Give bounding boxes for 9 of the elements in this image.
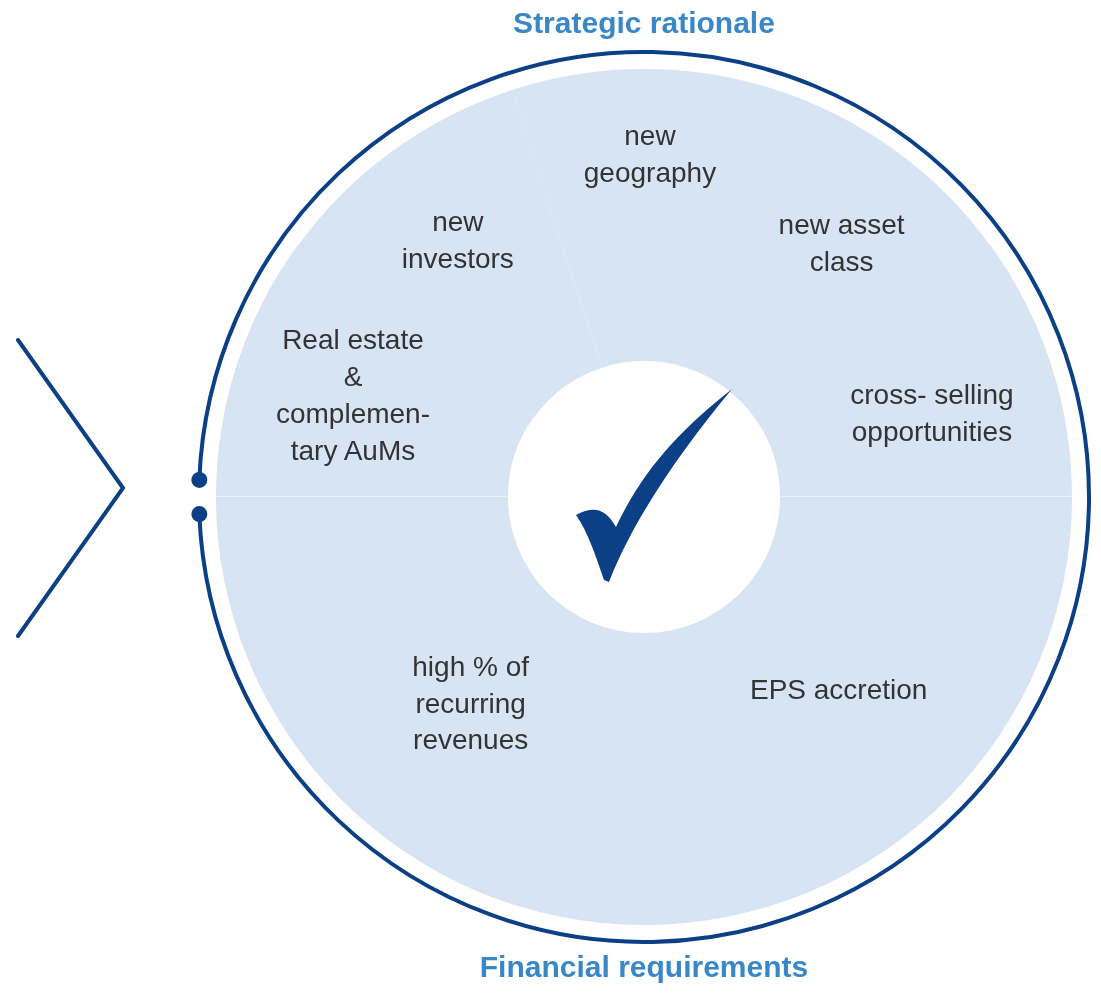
segment-label: high % of recurring revenues — [411, 649, 531, 757]
ring-label: Strategic rationale — [513, 6, 775, 40]
ring-label: Financial requirements — [479, 950, 809, 984]
segment-label: cross- selling opportunities — [849, 378, 1015, 450]
segment-label: EPS accretion — [748, 672, 929, 707]
segment-label: new investors — [400, 204, 515, 276]
segment-label: new geography — [582, 118, 718, 190]
segment-label: new asset class — [777, 208, 906, 280]
segment-label: Real estate & complemen- tary AuMs — [274, 322, 431, 468]
